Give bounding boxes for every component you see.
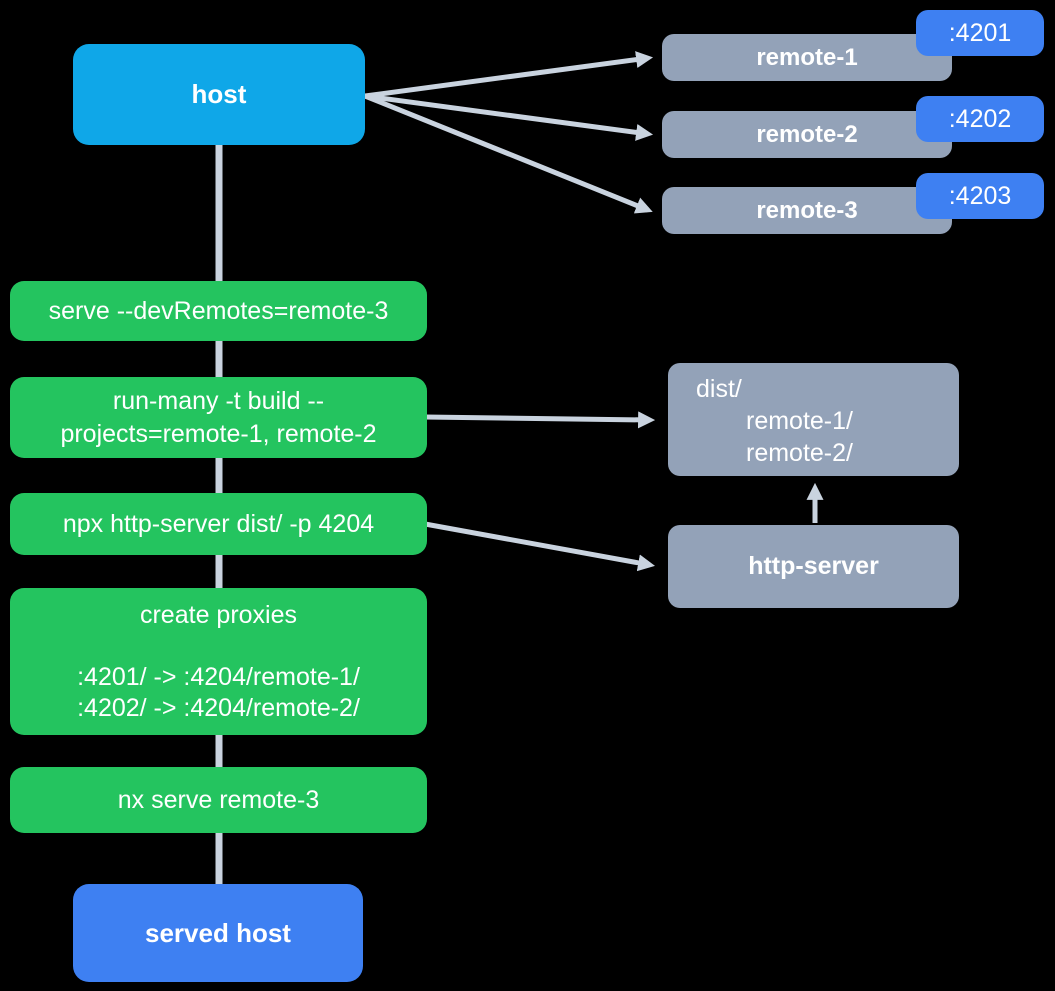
served-host-label: served host: [145, 917, 291, 948]
dist-remote-2-line: remote-2/: [746, 439, 853, 467]
command-create-proxies: create proxies :4201/ -> :4204/remote-1/…: [10, 588, 427, 735]
remote-2-label: remote-2: [756, 120, 858, 148]
command-npx-http-server: npx http-server dist/ -p 4204: [10, 493, 427, 555]
port-badge-4202: :4202: [916, 96, 1044, 142]
proxy-mapping-4202: :4202/ -> :4204/remote-2/: [77, 693, 360, 722]
command-serve-devremotes: serve --devRemotes=remote-3: [10, 281, 427, 341]
port-4202-label: :4202: [948, 104, 1012, 133]
node-served-host: served host: [73, 884, 363, 982]
remote-3-label: remote-3: [756, 196, 858, 224]
create-proxies-title: create proxies: [139, 600, 298, 629]
arrow-host-to-remote-2: [364, 93, 654, 141]
port-4201-label: :4201: [948, 18, 1012, 47]
dist-remote-1-line: remote-1/: [746, 407, 853, 435]
arrow-build-to-dist: [424, 411, 656, 429]
arrow-npx-to-http-server: [424, 521, 656, 572]
node-remote-3: remote-3: [662, 187, 952, 234]
command-nx-serve-remote-3: nx serve remote-3: [10, 767, 427, 833]
serve-devremotes-text: serve --devRemotes=remote-3: [48, 296, 389, 325]
node-http-server: http-server: [668, 525, 959, 608]
port-4203-label: :4203: [948, 181, 1012, 210]
run-many-line-2: projects=remote-1, remote-2: [60, 419, 377, 448]
node-remote-1: remote-1: [662, 34, 952, 81]
port-badge-4203: :4203: [916, 173, 1044, 219]
nx-serve-text: nx serve remote-3: [117, 785, 320, 814]
node-remote-2: remote-2: [662, 111, 952, 158]
http-server-label: http-server: [748, 552, 879, 580]
port-badge-4201: :4201: [916, 10, 1044, 56]
npx-http-server-text: npx http-server dist/ -p 4204: [62, 509, 375, 538]
arrow-host-to-remote-1: [364, 51, 654, 99]
remote-1-label: remote-1: [756, 43, 858, 71]
node-host: host: [73, 44, 365, 145]
dist-root-line: dist/: [696, 375, 742, 403]
node-dist-folder: dist/ remote-1/ remote-2/: [668, 363, 959, 476]
command-run-many-build: run-many -t build -- projects=remote-1, …: [10, 377, 427, 458]
proxy-mapping-4201: :4201/ -> :4204/remote-1/: [77, 662, 360, 691]
run-many-line-1: run-many -t build --: [112, 386, 325, 415]
host-label: host: [191, 79, 247, 109]
arrow-host-to-remote-3: [364, 93, 653, 214]
